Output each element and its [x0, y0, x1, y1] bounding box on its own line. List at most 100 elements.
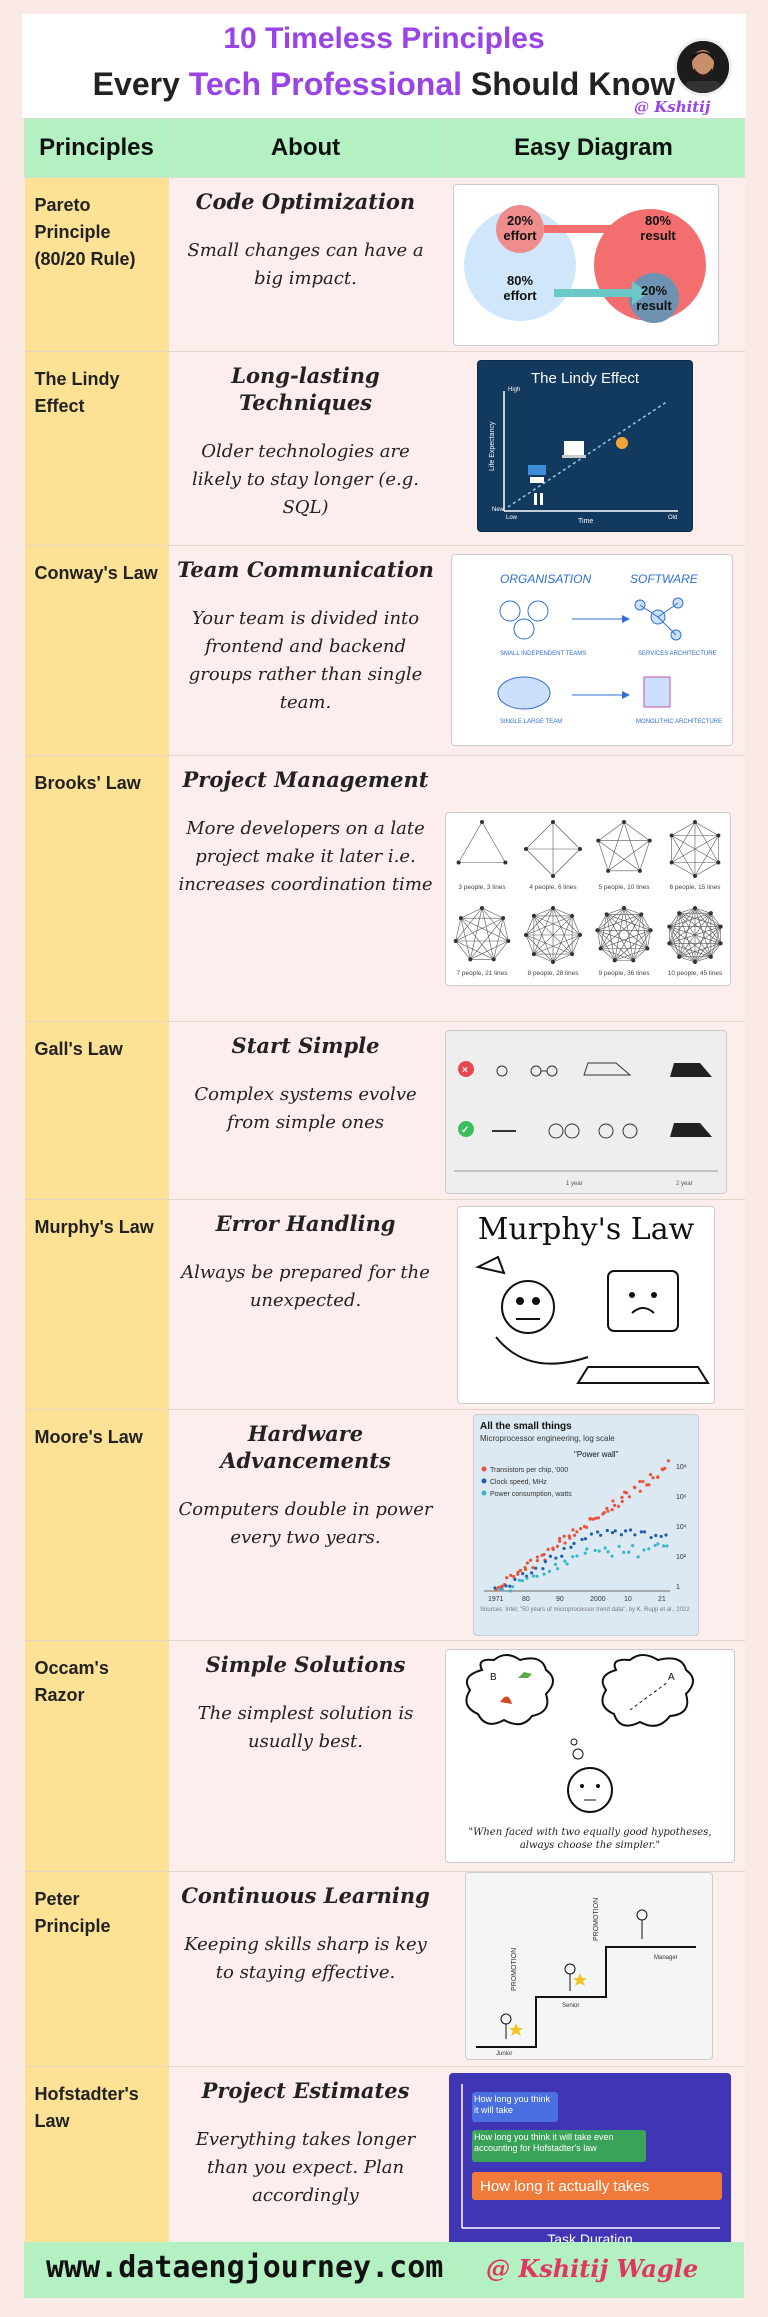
moore-transistor-point [620, 1499, 624, 1504]
principle-name: Brooks' Law [34, 773, 141, 793]
moore-transistor-point [574, 1530, 578, 1534]
moore-power-point [583, 1551, 587, 1555]
svg-text:Transistors per chip, '000: Transistors per chip, '000 [490, 1467, 568, 1474]
lindy-diagram: The Lindy Effect High Life Expectancy Ne… [476, 360, 693, 532]
brooks-edge [710, 943, 721, 958]
moore-power-point [653, 1543, 657, 1548]
principles-table: Principles About Easy Diagram Pareto Pri… [24, 118, 745, 2260]
brooks-edge [460, 917, 494, 960]
moore-transistor-point [545, 1547, 550, 1551]
moore-transistor-point [619, 1495, 624, 1499]
brooks-node [569, 952, 574, 957]
brooks-edge [502, 918, 509, 942]
about-title: Hardware Advancements [220, 1421, 391, 1473]
brooks-edge [599, 914, 607, 949]
brooks-edge [525, 848, 553, 877]
brooks-edge [606, 914, 651, 931]
about-desc: Complex systems evolve from simple ones [194, 1084, 417, 1133]
brooks-node [692, 820, 697, 824]
principle-name: Peter Principle [34, 1889, 111, 1936]
moore-power-point [517, 1578, 521, 1582]
moore-transistor-point [602, 1510, 606, 1515]
moore-clock-point [583, 1537, 587, 1541]
svg-text:PROMOTION: PROMOTION [593, 1898, 600, 1941]
moore-transistor-point [525, 1561, 529, 1565]
moore-transistor-point [584, 1525, 588, 1529]
brooks-edge [694, 956, 711, 963]
conway-diagram: ORGANISATION SOFTWARE SMALL INDEPENDENT … [450, 554, 733, 746]
moore-y-tick: 1 [676, 1584, 680, 1591]
brooks-edge [623, 821, 640, 871]
brooks-edge [632, 948, 648, 961]
brooks-edge [596, 914, 607, 931]
brooks-edge [668, 912, 679, 927]
moore-clock-point [639, 1530, 643, 1534]
moore-transistor-point [535, 1558, 539, 1563]
brooks-edge [668, 943, 711, 958]
brooks-node [630, 958, 635, 963]
moore-transistor-point [518, 1568, 522, 1573]
footer-handle: @ Kshitij Wagle [486, 2254, 699, 2283]
moore-power-point [626, 1550, 630, 1554]
svg-text:Manager: Manager [654, 1955, 678, 1961]
brooks-node [577, 847, 582, 851]
pareto-label: effort [503, 228, 537, 243]
hof-box-1: How long you think it will take [473, 2094, 550, 2115]
moore-transistor-point [627, 1495, 631, 1499]
pareto-diagram: 20% effort 80% result 80% effort 20% res… [452, 184, 719, 346]
brooks-edge [552, 821, 580, 850]
website-link[interactable]: www.dataengjourney.com [46, 2250, 444, 2285]
brooks-node [605, 868, 610, 873]
brooks-edge [533, 915, 553, 963]
moore-power-point [597, 1549, 601, 1553]
brooks-node [718, 941, 723, 946]
moore-diagram: All the small things Microprocessor engi… [472, 1414, 699, 1636]
moore-clock-point [543, 1559, 547, 1564]
moore-power-point [524, 1576, 528, 1580]
brooks-node [708, 911, 713, 916]
moore-transistor-point [637, 1479, 641, 1484]
moore-clock-point [512, 1577, 517, 1581]
brooks-edge [455, 940, 494, 960]
brooks-node [479, 820, 484, 824]
brooks-edge [525, 821, 553, 850]
svg-text:SERVICES ARCHITECTURE: SERVICES ARCHITECTURE [638, 651, 717, 657]
brooks-node [598, 946, 603, 951]
brooks-node [692, 960, 697, 964]
brooks-edge [670, 821, 695, 836]
moore-power-point [646, 1547, 650, 1551]
moore-power-point [605, 1550, 610, 1554]
brooks-edge [678, 943, 721, 958]
brooks-node [715, 833, 720, 838]
moore-clock-point [605, 1528, 609, 1533]
moore-transistor-point [655, 1475, 659, 1479]
brooks-edge [678, 912, 721, 927]
brooks-edge [460, 907, 482, 919]
brooks-edge [678, 912, 721, 944]
moore-transistor-point [555, 1544, 559, 1548]
principle-name: Pareto Principle (80/20 Rule) [34, 195, 136, 269]
brooks-label: 10 people, 45 lines [667, 970, 722, 977]
brooks-edge [670, 835, 695, 877]
moore-transistor-point [530, 1565, 534, 1570]
moore-clock-point [533, 1566, 537, 1570]
brooks-edge [623, 907, 641, 915]
moore-y-tick: 10⁸ [676, 1464, 687, 1471]
about-title: Team Communication [177, 557, 434, 582]
brooks-edge [525, 934, 553, 963]
brooks-edge [710, 912, 721, 927]
brooks-edge [469, 940, 508, 960]
col-principles: Principles [24, 118, 169, 178]
brooks-label: 9 people, 36 lines [598, 970, 650, 977]
brooks-edge [668, 913, 679, 944]
moore-clock-point [553, 1556, 557, 1560]
brooks-edge [668, 912, 711, 927]
brooks-label: 5 people, 10 lines [598, 884, 650, 891]
brooks-edge [678, 907, 695, 914]
moore-transistor-point [612, 1503, 616, 1507]
moore-clock-point [623, 1529, 627, 1533]
brooks-edge [454, 907, 482, 942]
moore-power-point [610, 1554, 614, 1558]
moore-transistor-point [541, 1552, 546, 1557]
